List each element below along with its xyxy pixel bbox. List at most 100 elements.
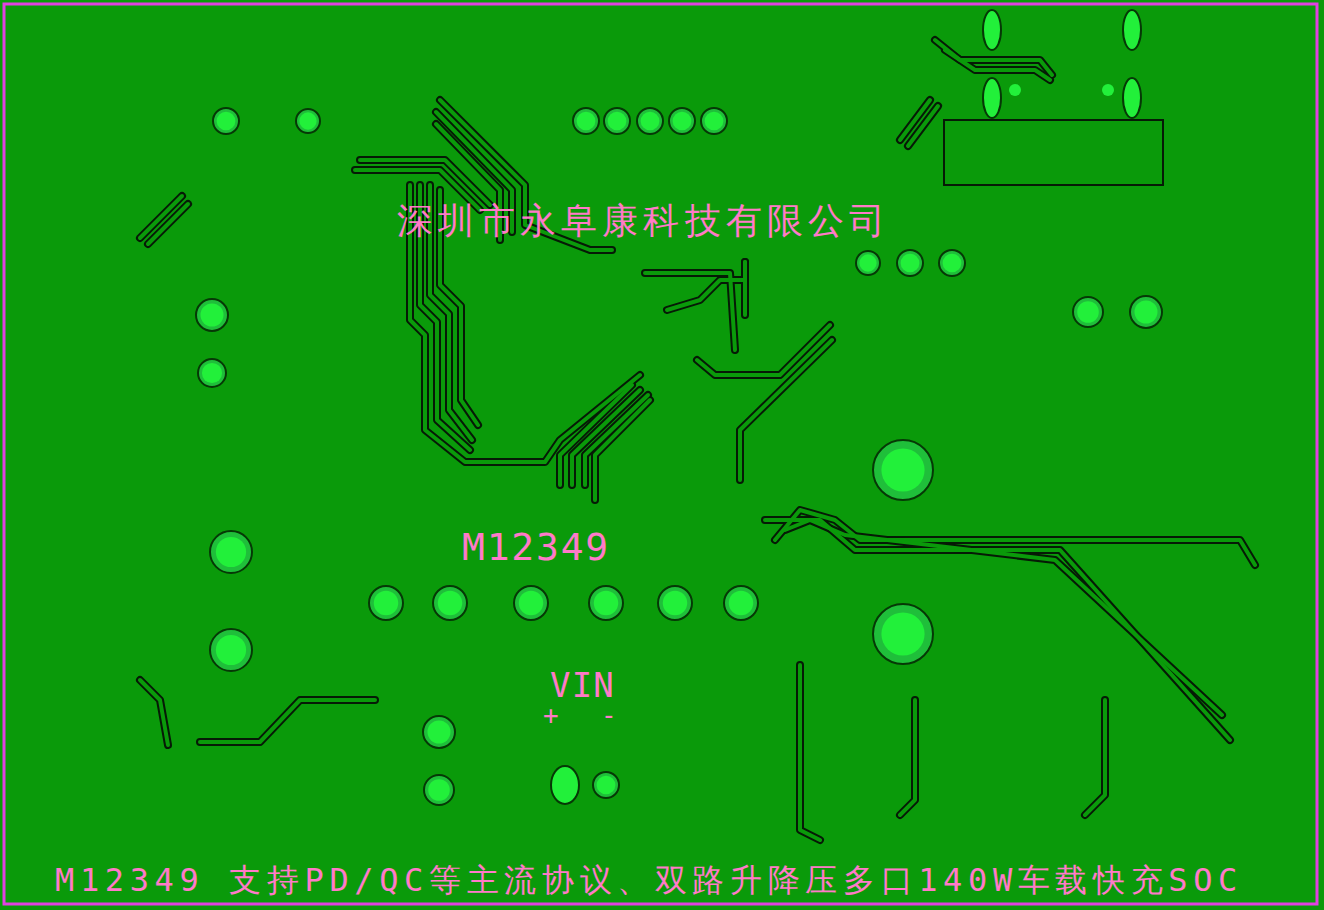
copper-trace: [1085, 700, 1105, 815]
pad: [1134, 300, 1157, 323]
copper-trace: [740, 340, 832, 480]
copper-trace-fill: [785, 520, 1222, 715]
board-silkscreen-label: 深圳市永阜康科技有限公司: [397, 199, 890, 242]
pad: [374, 591, 398, 615]
copper-trace-fill: [667, 262, 745, 310]
pad: [901, 254, 920, 273]
slot-pad: [1123, 78, 1141, 118]
pad-ring: [604, 108, 630, 134]
trace-group: [140, 40, 1255, 840]
copper-trace: [900, 700, 915, 815]
pad: [641, 112, 660, 131]
pad: [597, 776, 616, 795]
pad: [881, 448, 924, 491]
copper-trace: [945, 50, 1050, 80]
pad: [729, 591, 753, 615]
pad: [1077, 301, 1099, 323]
board-silkscreen-label: +: [543, 700, 559, 731]
pad-ring: [669, 108, 695, 134]
pad: [673, 112, 692, 131]
component-outline: [944, 120, 1163, 185]
pad-ring: [198, 359, 226, 387]
pad: [608, 112, 627, 131]
pad-ring: [658, 586, 692, 620]
copper-trace: [140, 680, 168, 745]
pad: [577, 112, 596, 131]
pad: [663, 591, 687, 615]
pad-ring: [873, 440, 933, 500]
board-silkscreen-label: -: [601, 700, 617, 731]
pad: [200, 303, 223, 326]
pad-ring: [196, 299, 228, 331]
copper-trace-fill: [740, 340, 832, 480]
via: [1009, 84, 1021, 96]
copper-trace: [200, 700, 375, 742]
pad: [216, 537, 246, 567]
copper-trace: [800, 665, 820, 840]
copper-trace-fill: [140, 680, 168, 745]
pad: [519, 591, 543, 615]
pad-ring: [433, 586, 467, 620]
copper-trace-fill: [200, 700, 375, 742]
board-silkscreen-label: M12349: [462, 525, 610, 571]
pad-ring: [637, 108, 663, 134]
pad-ring: [1073, 297, 1103, 327]
slot-pad: [983, 10, 1001, 50]
pad-ring: [573, 108, 599, 134]
pad: [216, 635, 246, 665]
pad: [202, 363, 222, 383]
copper-trace-fill: [765, 520, 1230, 740]
via: [1102, 84, 1114, 96]
slot-pad: [1123, 10, 1141, 50]
copper-trace-fill: [900, 700, 915, 815]
copper-trace-fill: [945, 50, 1050, 80]
copper-trace: [645, 273, 735, 350]
pad-group: [196, 10, 1162, 805]
pad-ring: [856, 251, 880, 275]
pad-ring: [210, 531, 252, 573]
board-outline: [4, 4, 1317, 904]
copper-trace-fill: [908, 106, 938, 146]
pad-ring: [939, 250, 965, 276]
copper-trace: [697, 325, 830, 375]
pad-ring: [724, 586, 758, 620]
copper-trace-fill: [148, 204, 188, 244]
pad: [943, 254, 962, 273]
slot-pad: [983, 78, 1001, 118]
board-caption: M12349 支持PD/QC等主流协议、双路升降压多口140W车载快充SOC: [55, 861, 1243, 899]
pad-ring: [589, 586, 623, 620]
pad-ring: [897, 250, 923, 276]
pad: [427, 720, 450, 743]
pad-ring: [296, 109, 320, 133]
pad: [859, 254, 876, 271]
pad-ring: [424, 775, 454, 805]
pad-ring: [873, 604, 933, 664]
pad: [705, 112, 724, 131]
slot-pad: [551, 766, 579, 804]
pad: [217, 112, 236, 131]
copper-trace-fill: [697, 325, 830, 375]
pad-ring: [514, 586, 548, 620]
pad: [299, 112, 316, 129]
copper-trace-fill: [800, 665, 820, 840]
pad-ring: [210, 629, 252, 671]
pad: [438, 591, 462, 615]
copper-trace-fill: [595, 400, 650, 500]
pad-ring: [369, 586, 403, 620]
copper-trace-fill: [645, 273, 735, 350]
pad-ring: [213, 108, 239, 134]
pad: [881, 612, 924, 655]
copper-trace-fill: [1085, 700, 1105, 815]
pad: [594, 591, 618, 615]
pad-ring: [593, 772, 619, 798]
copper-trace: [765, 520, 1230, 740]
copper-trace: [741, 262, 749, 315]
pad-ring: [701, 108, 727, 134]
copper-trace-fill: [743, 262, 747, 315]
pad-ring: [423, 716, 455, 748]
board-silkscreen-label: VIN: [550, 665, 615, 706]
pad-ring: [1130, 296, 1162, 328]
